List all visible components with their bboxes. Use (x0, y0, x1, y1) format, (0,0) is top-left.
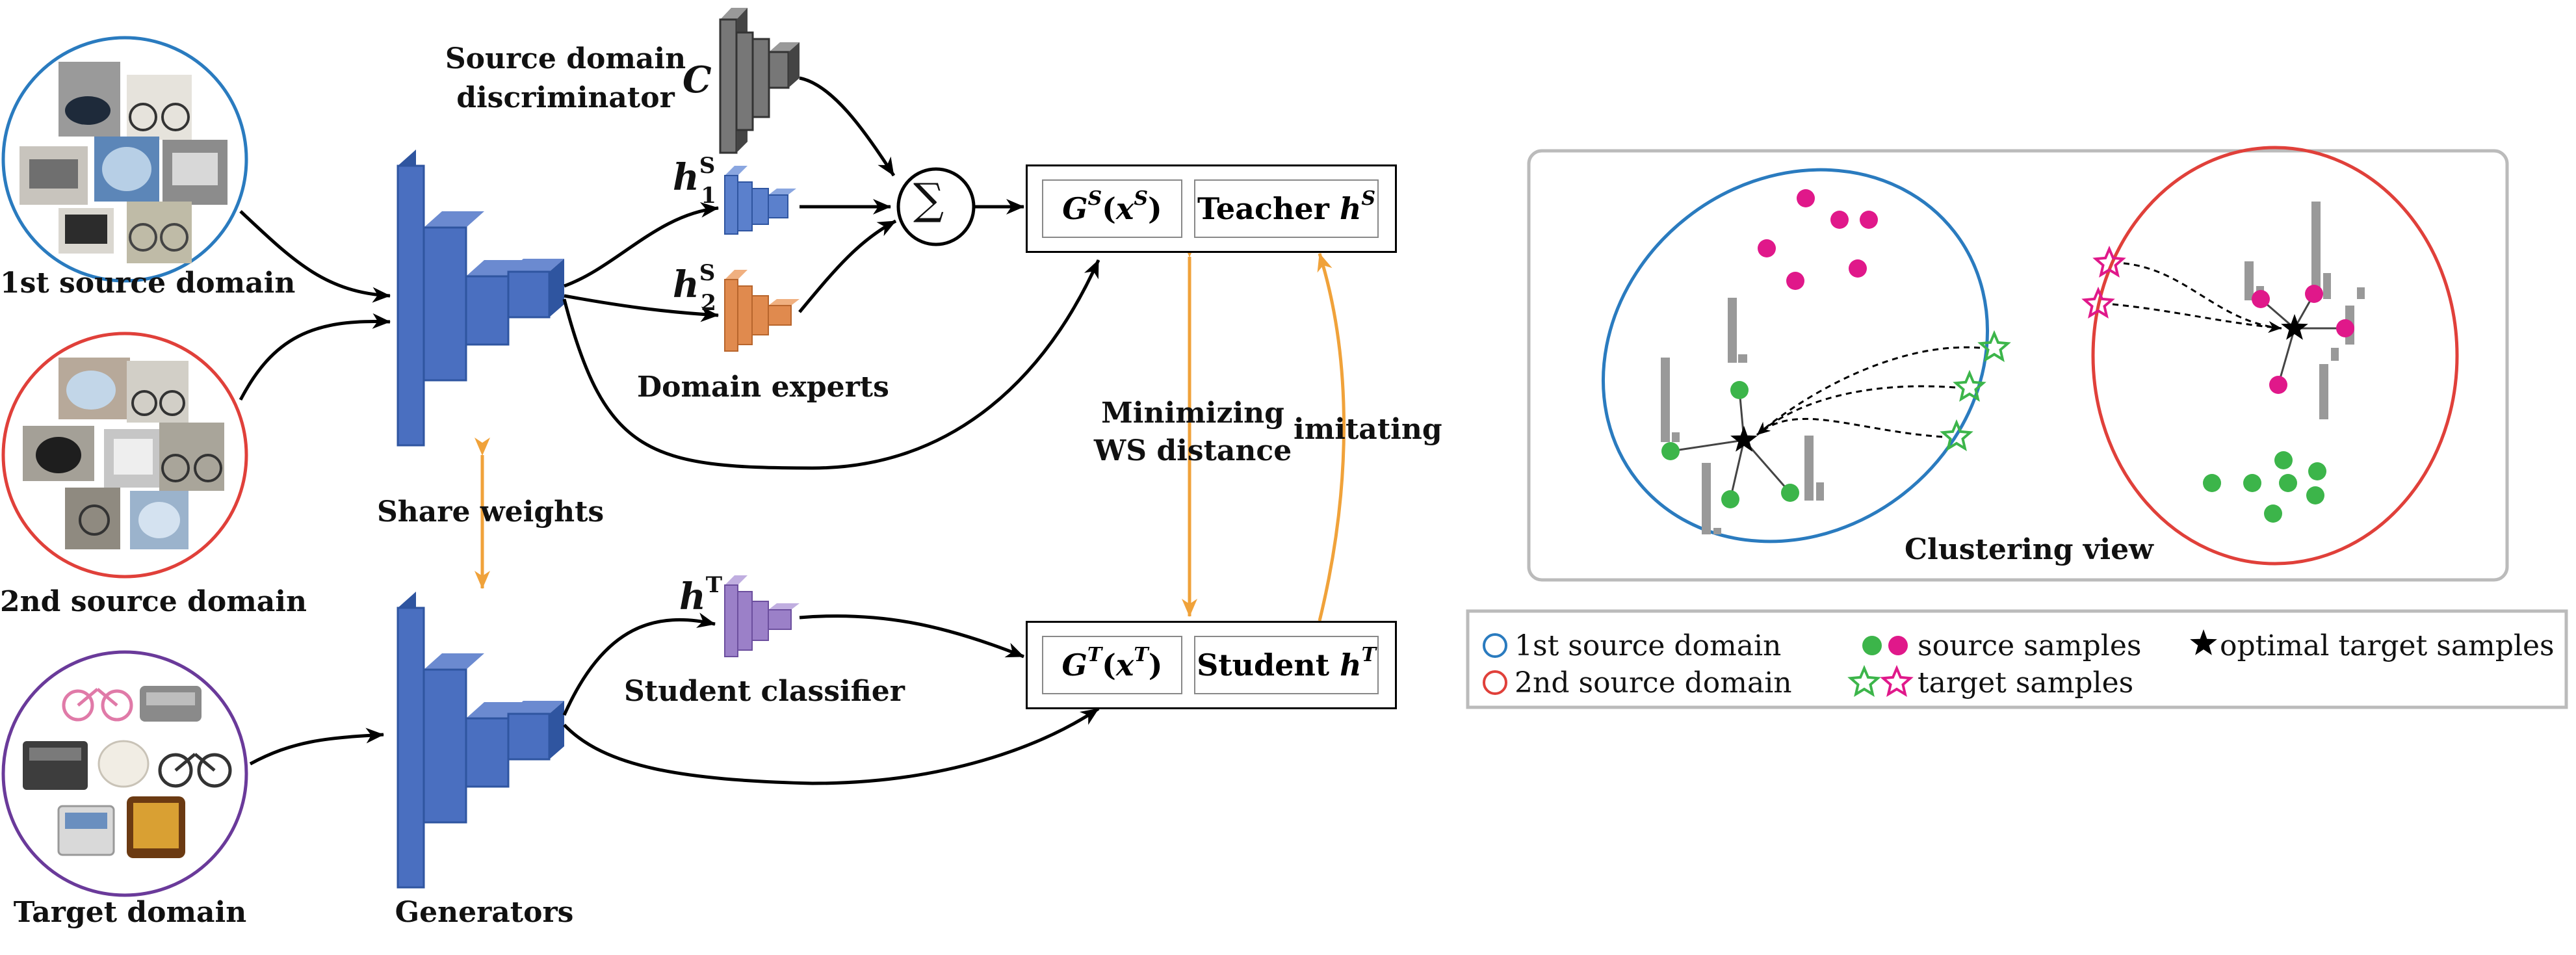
legend-box (1466, 609, 2568, 709)
source-sample (2269, 376, 2287, 394)
expert2-symbol: hS2 (673, 260, 716, 316)
legend-first-source-marker (1483, 633, 1507, 658)
legend-second-source-marker (1483, 670, 1507, 695)
second-source-cluster (2091, 146, 2459, 566)
expert1-symbol: hS1 (673, 153, 716, 209)
histogram-bar (2244, 261, 2254, 300)
target-dashed-arrow (1756, 385, 1956, 436)
second-source-domain-label: 2nd source domain (0, 585, 307, 618)
source-sample (2306, 486, 2324, 504)
source-sample (2305, 285, 2323, 303)
histogram-bar (1816, 482, 1824, 501)
histogram-bar (2311, 202, 2321, 299)
target-sample (1940, 419, 1973, 451)
target-dashed-arrow (2123, 262, 2282, 333)
minimizing-label-line2: WS distance (1093, 434, 1292, 467)
legend-green-target-star (1847, 664, 1881, 697)
source-sample (2264, 504, 2282, 523)
source-sample (2279, 474, 2297, 492)
source-images-2 (23, 358, 224, 549)
minimizing-label-line1: Minimizing (1101, 397, 1284, 430)
source-sample (2243, 474, 2261, 492)
imitating-label: imitating (1294, 413, 1442, 446)
first-source-domain-label: 1st source domain (0, 267, 296, 300)
domain-experts-label: Domain experts (637, 371, 889, 404)
target-dashed-arrow (1756, 346, 1981, 436)
source-sample (2203, 474, 2221, 492)
histogram-bar (1713, 528, 1721, 534)
cluster-extras (1661, 202, 2365, 534)
optimal-target-star (1730, 426, 1758, 452)
legend-stars (1847, 629, 2217, 697)
source-sample (1721, 490, 1739, 508)
first-source-cluster (1602, 168, 1989, 543)
histogram-bar (1702, 463, 1711, 534)
source-sample (1730, 381, 1749, 399)
discriminator-label-line2: discriminator (456, 81, 675, 114)
student-classifier-block (724, 575, 800, 657)
target-sample (1977, 330, 2011, 362)
target-images (23, 686, 232, 858)
student-classifier-label: Student classifier (624, 675, 905, 708)
target-sample (2081, 286, 2115, 319)
generator-bottom (397, 592, 564, 889)
histogram-bar (1728, 298, 1737, 363)
legend-magenta-sample (1888, 636, 1908, 655)
sample-link (1670, 439, 1745, 452)
histogram-bar (1739, 354, 1747, 363)
target-dashed-arrow (2112, 303, 2282, 333)
legend-source-samples-label: source samples (1918, 629, 2142, 662)
histogram-bar (2323, 273, 2331, 299)
histogram-bar (2331, 348, 2339, 361)
discriminator-symbol: C (683, 59, 712, 101)
histogram-bar (1672, 432, 1680, 442)
student-symbol: hT (679, 572, 723, 618)
expert2-block (724, 270, 800, 352)
source-images-1 (20, 62, 228, 263)
sample-link (2277, 328, 2296, 386)
legend-green-sample (1862, 636, 1882, 655)
discriminator-label-line1: Source domain (445, 42, 686, 75)
target-sample (1953, 369, 1986, 402)
share-weights-label: Share weights (377, 495, 605, 529)
histogram-bar (2319, 364, 2328, 419)
sample-link (1729, 439, 1745, 500)
legend-target-samples-label: target samples (1918, 666, 2134, 700)
sum-symbol: ∑ (913, 174, 944, 224)
target-dashed-arrow (1756, 417, 1943, 438)
legend-second-source-label: 2nd source domain (1515, 666, 1792, 700)
source-sample (1661, 442, 1680, 460)
legend-optimal-star (2190, 629, 2217, 655)
legend-optimal-target-label: optimal target samples (2220, 629, 2555, 662)
expert1-block (724, 166, 796, 235)
optimal-target-star (2281, 314, 2308, 340)
source-sample (2274, 451, 2293, 469)
source-sample (2308, 462, 2326, 480)
source-sample (1781, 484, 1799, 502)
legend-magenta-target-star (1880, 664, 1914, 697)
source-sample (2252, 290, 2270, 308)
target-domain-label: Target domain (13, 896, 247, 929)
histogram-bar (1804, 436, 1814, 501)
legend-first-source-label: 1st source domain (1515, 629, 1782, 662)
histogram-bar (2357, 287, 2365, 299)
clustering-view-title: Clustering view (1905, 533, 2153, 566)
generator-top (397, 150, 564, 447)
target-sample (2092, 245, 2126, 278)
source-sample (2336, 319, 2354, 337)
magenta-samples-left (1758, 189, 1878, 290)
generators-label: Generators (395, 896, 574, 929)
sample-link (1743, 439, 1791, 493)
histogram-bar (1661, 358, 1670, 442)
discriminator-block (719, 8, 800, 154)
